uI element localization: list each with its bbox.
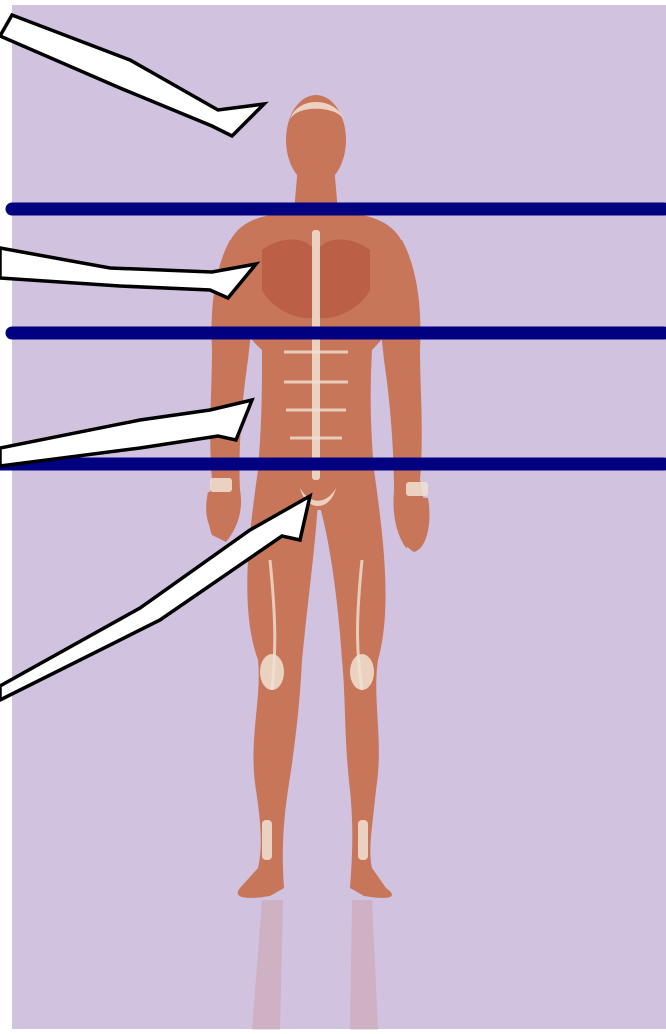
right-wrist bbox=[406, 482, 428, 496]
left-wrist bbox=[210, 478, 232, 492]
